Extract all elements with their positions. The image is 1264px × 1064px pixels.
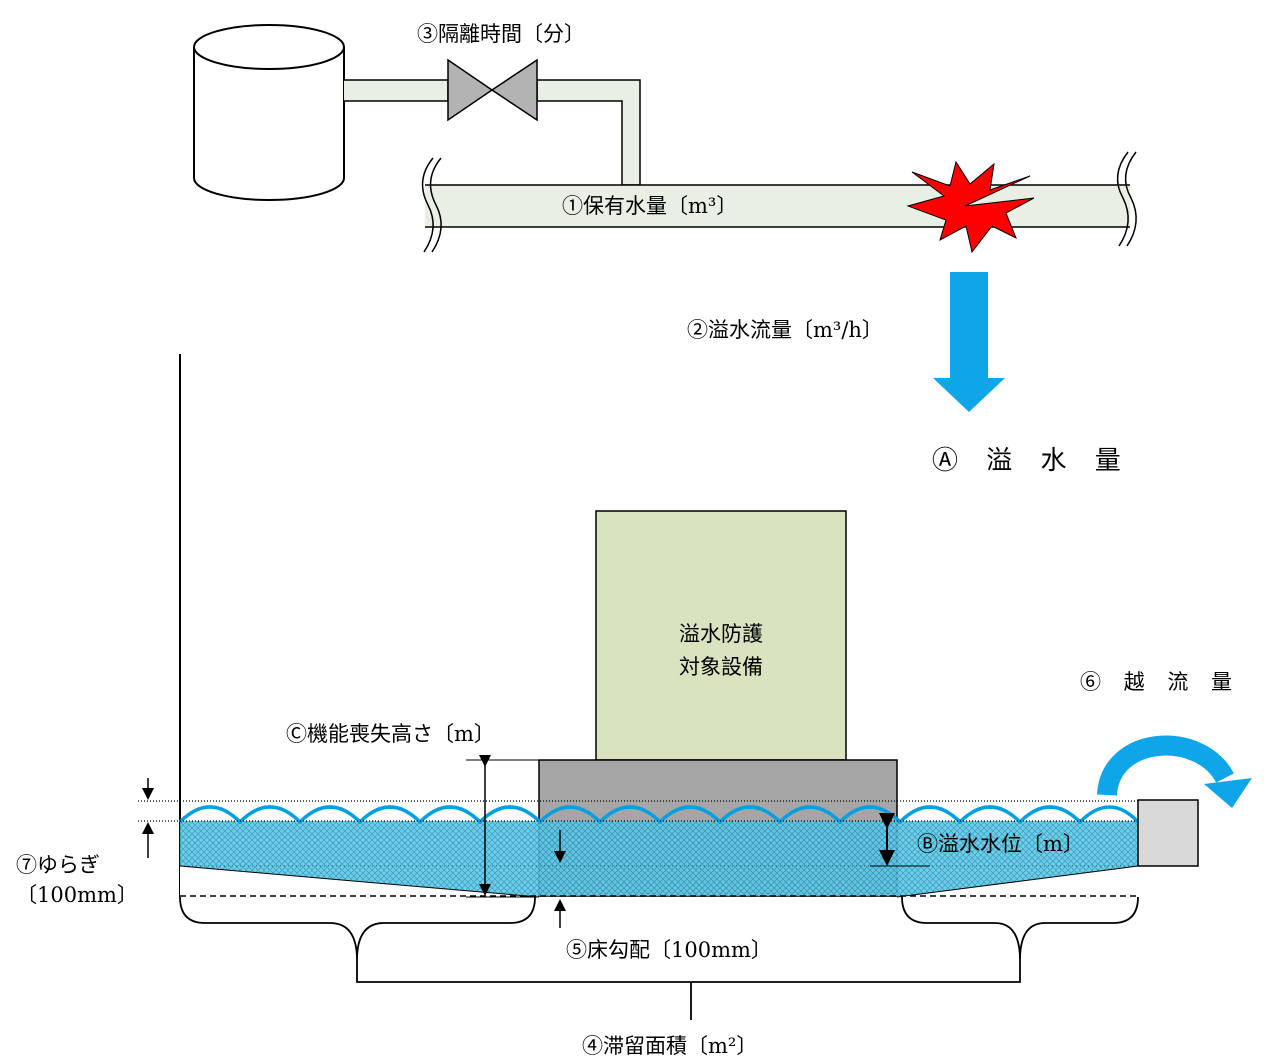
fluctuation-line2: 〔100mm〕 bbox=[16, 883, 138, 908]
main-pipe bbox=[421, 151, 1137, 253]
fluctuation-label: ⑦ゆらぎ 〔100mm〕 bbox=[16, 850, 138, 911]
weir-block bbox=[1137, 799, 1199, 867]
flood-water-level-label: Ⓑ溢水水位〔m〕 bbox=[917, 832, 1084, 856]
stagnant-area-label: ④滞留面積〔m²〕 bbox=[582, 1034, 758, 1058]
overflow-amount-label: Ⓐ 溢 水 量 bbox=[932, 446, 1131, 476]
fluctuation-line1: ⑦ゆらぎ bbox=[16, 853, 100, 877]
overflow-down-arrow bbox=[933, 272, 1005, 412]
floor-gradient-label: ⑤床勾配〔100mm〕 bbox=[566, 938, 772, 962]
burst-icon bbox=[906, 160, 1035, 254]
protected-equipment-label: 溢水防護 対象設備 bbox=[596, 618, 846, 683]
valve-icon bbox=[447, 58, 538, 122]
protected-equipment-box bbox=[595, 510, 847, 761]
overflow-curved-arrow bbox=[1097, 735, 1252, 808]
protected-equipment-line1: 溢水防護 bbox=[679, 622, 763, 646]
overflow-out-label: ⑥ 越 流 量 bbox=[1080, 670, 1241, 694]
retained-volume-label: ①保有水量〔m³〕 bbox=[562, 194, 738, 218]
isolation-time-label: ③隔離時間〔分〕 bbox=[417, 22, 585, 46]
overflow-rate-label: ②溢水流量〔m³/h〕 bbox=[687, 318, 883, 342]
tank-icon bbox=[193, 24, 345, 201]
protected-equipment-line2: 対象設備 bbox=[679, 654, 763, 679]
function-loss-height-label: Ⓒ機能喪失高さ〔m〕 bbox=[286, 722, 495, 746]
connecting-pipe bbox=[344, 79, 641, 186]
wave-surface bbox=[178, 805, 1140, 825]
stagnant-area-braces bbox=[179, 896, 1139, 1020]
